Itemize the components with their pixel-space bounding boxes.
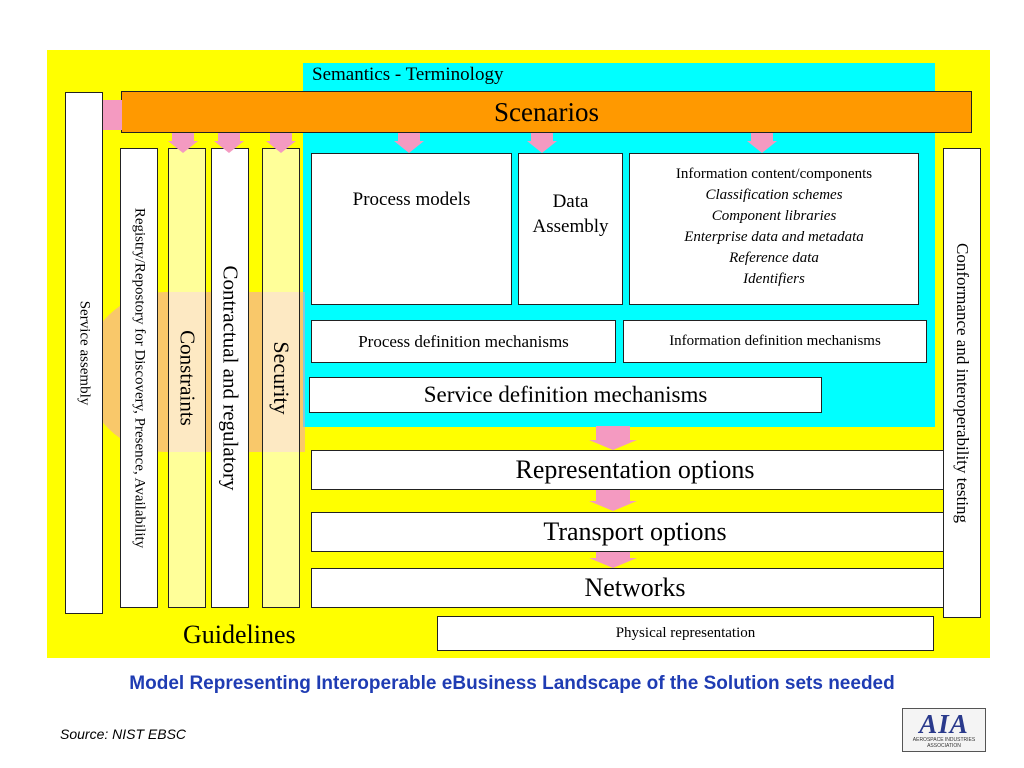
networks-box: Networks	[311, 568, 959, 608]
information-item: Identifiers	[743, 271, 805, 287]
arrow-head-registry	[168, 141, 198, 153]
arrow-head-representation	[589, 440, 637, 450]
aia-logo-letters: AIA	[919, 709, 969, 739]
arrow-stem-transport	[596, 490, 630, 501]
data-assembly-box: Data Assembly	[518, 153, 623, 305]
arrow-stem-process	[398, 133, 420, 141]
contractual-label: Contractual and regulatory	[218, 265, 243, 491]
data-assembly-label: Data Assembly	[532, 191, 609, 237]
constraints-label: Constraints	[175, 330, 200, 426]
arrow-head-information	[747, 141, 777, 153]
registry-label: Registry/Repostory for Discovery, Presen…	[131, 207, 148, 549]
arrow-head-contractual	[266, 141, 296, 153]
representation-options-label: Representation options	[515, 455, 755, 484]
arrow-head-transport	[589, 501, 637, 511]
service-definition-label: Service definition mechanisms	[423, 382, 708, 407]
arrow-stem-networks	[596, 552, 630, 558]
representation-options-box: Representation options	[311, 450, 959, 490]
process-definition-box: Process definition mechanisms	[311, 320, 616, 363]
conformance-label: Conformance and interoperability testing	[953, 243, 972, 523]
security-label: Security	[269, 341, 294, 415]
information-item: Reference data	[729, 250, 819, 266]
process-models-box: Process models	[311, 153, 512, 305]
information-item: Enterprise data and metadata	[684, 229, 864, 245]
arrow-stem-representation	[596, 426, 630, 440]
arrow-stem-data	[531, 133, 553, 141]
networks-label: Networks	[584, 573, 686, 602]
constraints-box: Constraints	[168, 148, 206, 608]
transport-options-box: Transport options	[311, 512, 959, 552]
contractual-box: Contractual and regulatory	[211, 148, 249, 608]
guidelines-label: Guidelines	[183, 620, 296, 649]
arrow-head-process	[394, 141, 424, 153]
scenarios-bar: Scenarios	[121, 91, 972, 133]
information-content-title: Information content/components	[675, 166, 873, 182]
service-assembly-arrow	[100, 100, 122, 130]
aia-logo-subtitle: AEROSPACE INDUSTRIES ASSOCIATION	[912, 737, 976, 749]
information-content-box: Information content/components Classific…	[629, 153, 919, 305]
information-definition-box: Information definition mechanisms	[623, 320, 927, 363]
information-item: Classification schemes	[705, 187, 843, 203]
service-definition-box: Service definition mechanisms	[309, 377, 822, 413]
arrow-head-networks	[589, 558, 637, 568]
information-definition-label: Information definition mechanisms	[669, 333, 881, 349]
arrow-stem-constraints	[218, 133, 240, 141]
service-assembly-box: Service assembly	[65, 92, 103, 614]
arrow-stem-information	[751, 133, 773, 141]
registry-box: Registry/Repostory for Discovery, Presen…	[120, 148, 158, 608]
process-definition-label: Process definition mechanisms	[358, 331, 569, 351]
semantics-label: Semantics - Terminology	[312, 64, 504, 85]
process-models-label: Process models	[352, 189, 471, 210]
scenarios-label: Scenarios	[494, 96, 599, 127]
security-box: Security	[262, 148, 300, 608]
physical-representation-box: Physical representation	[437, 616, 934, 651]
service-assembly-label: Service assembly	[76, 300, 93, 406]
arrow-head-data	[527, 141, 557, 153]
conformance-box: Conformance and interoperability testing	[943, 148, 981, 618]
physical-representation-label: Physical representation	[615, 625, 756, 641]
transport-options-label: Transport options	[543, 517, 727, 546]
arrow-stem-contractual	[270, 133, 292, 141]
information-item: Component libraries	[711, 208, 837, 224]
arrow-head-constraints	[214, 141, 244, 153]
arrow-stem-registry	[172, 133, 194, 141]
caption: Model Representing Interoperable eBusine…	[129, 673, 895, 694]
source-note: Source: NIST EBSC	[60, 726, 187, 742]
aia-logo: AIA AEROSPACE INDUSTRIES ASSOCIATION	[902, 708, 986, 752]
